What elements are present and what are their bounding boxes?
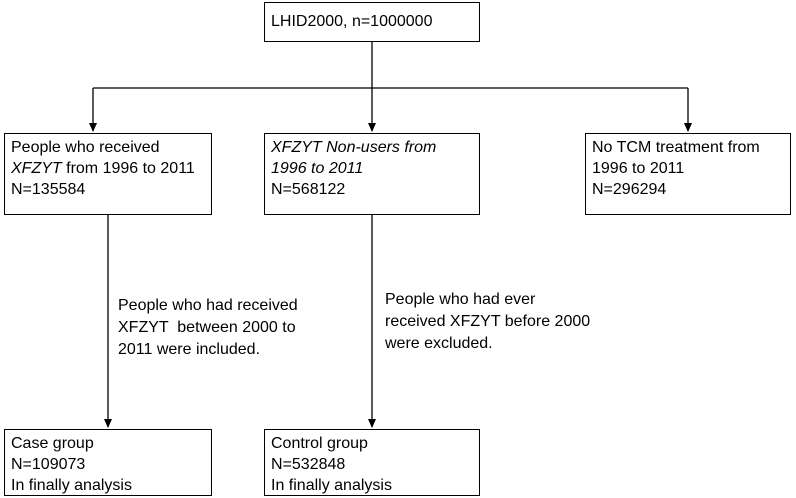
note-excluded-criteria: People who had ever received XFZYT befor… — [385, 289, 590, 355]
note-included-criteria: People who had received XFZYT between 20… — [118, 295, 298, 361]
box-control-group-label: Control group — [271, 435, 368, 452]
note-excluded-line1: People who had ever — [385, 291, 536, 308]
box-xfzyt-users-count: N=135584 — [11, 181, 86, 198]
box-xfzyt-non-users: XFZYT Non-users from 1996 to 2011 N=5681… — [264, 133, 480, 215]
box-no-tcm-count: N=296294 — [592, 181, 667, 198]
box-xfzyt-users-line2-rest: from 1996 to 2011 — [61, 160, 195, 177]
box-no-tcm-line2: 1996 to 2011 — [592, 160, 685, 177]
box-control-group-count: N=532848 — [271, 456, 346, 473]
note-included-line3: 2011 were included. — [118, 341, 261, 358]
box-lhid2000-text: LHID2000, n=1000000 — [271, 13, 433, 30]
box-xfzyt-non-users-line1: XFZYT Non-users from — [271, 139, 437, 156]
box-case-group-note: In finally analysis — [11, 477, 132, 494]
box-xfzyt-non-users-count: N=568122 — [271, 181, 346, 198]
box-xfzyt-users-line1: People who received — [11, 139, 160, 156]
note-excluded-line3: were excluded. — [385, 335, 493, 352]
note-included-line2: XFZYT between 2000 to — [118, 319, 296, 336]
box-xfzyt-users: People who received XFZYT from 1996 to 2… — [4, 133, 212, 215]
box-xfzyt-users-line2-italic: XFZYT — [11, 160, 62, 177]
box-no-tcm-line1: No TCM treatment from — [592, 139, 760, 156]
box-case-group: Case group N=109073 In finally analysis — [4, 429, 212, 496]
box-control-group-note: In finally analysis — [271, 477, 392, 494]
box-case-group-label: Case group — [11, 435, 94, 452]
box-lhid2000: LHID2000, n=1000000 — [264, 2, 480, 42]
box-control-group: Control group N=532848 In finally analys… — [264, 429, 480, 496]
box-xfzyt-non-users-line2: 1996 to 2011 — [271, 160, 364, 177]
box-case-group-count: N=109073 — [11, 456, 86, 473]
note-excluded-line2: received XFZYT before 2000 — [385, 313, 591, 330]
note-included-line1: People who had received — [118, 297, 298, 314]
box-xfzyt-users-line2: XFZYT from 1996 to 2011 — [11, 158, 205, 179]
box-no-tcm: No TCM treatment from 1996 to 2011 N=296… — [585, 133, 791, 215]
